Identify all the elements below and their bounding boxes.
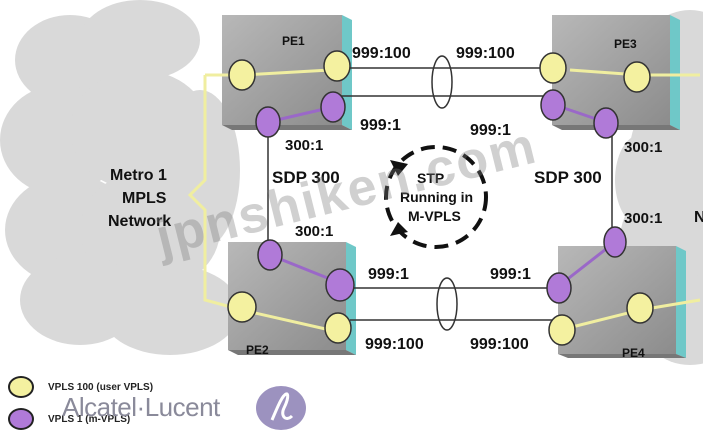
legend-label-vpls1: VPLS 1 (m-VPLS) bbox=[48, 413, 131, 425]
sap-pe1-m bbox=[320, 91, 346, 123]
sdp-pe3 bbox=[593, 107, 619, 139]
pe4-label: PE4 bbox=[622, 346, 645, 360]
sdp-pe1 bbox=[255, 106, 281, 138]
sdp-pe3-label: 300:1 bbox=[624, 139, 662, 156]
sap-pe3-m-label: 999:1 bbox=[470, 122, 511, 139]
purple-circle-icon bbox=[8, 408, 34, 430]
sap-pe3-top-label: 999:100 bbox=[456, 45, 515, 62]
sap-pe4-m-label: 999:1 bbox=[490, 266, 531, 283]
legend: VPLS 100 (user VPLS) VPLS 1 (m-VPLS) bbox=[8, 372, 308, 432]
stp-ring bbox=[384, 145, 488, 249]
network-line3: Network bbox=[108, 213, 171, 230]
sap-pe4-access bbox=[626, 292, 654, 324]
pe2-label: PE2 bbox=[246, 343, 269, 357]
sap-pe2-bottom bbox=[324, 312, 352, 344]
brand-logo-icon bbox=[256, 386, 306, 430]
network-right-fragment: N bbox=[694, 209, 703, 226]
legend-item-vpls100: VPLS 100 (user VPLS) bbox=[8, 374, 153, 400]
sap-pe2-m bbox=[325, 268, 355, 302]
pe1-label: PE1 bbox=[282, 34, 305, 48]
stp-line2: Running in bbox=[400, 189, 473, 205]
sap-pe1-m-label: 999:1 bbox=[360, 117, 401, 134]
sap-pe3-access bbox=[623, 61, 651, 93]
router-pe4 bbox=[558, 246, 686, 358]
stp-line3: M-VPLS bbox=[408, 208, 461, 224]
legend-label-vpls100: VPLS 100 (user VPLS) bbox=[48, 381, 154, 393]
sdp-left-label: SDP 300 bbox=[272, 168, 340, 187]
pe3-label: PE3 bbox=[614, 37, 637, 51]
inter-pe-links bbox=[340, 67, 556, 321]
sdp-pe4-label: 300:1 bbox=[624, 210, 662, 227]
sap-pe2-access bbox=[227, 291, 257, 323]
brand-name: Alcatel·Lucent bbox=[62, 392, 220, 422]
lag-ellipse-top bbox=[431, 55, 453, 109]
sdp-pe4 bbox=[603, 226, 627, 258]
network-line1: Metro 1 bbox=[110, 167, 167, 184]
lag-ellipse-bottom bbox=[436, 277, 458, 331]
stp-line1: STP bbox=[417, 170, 444, 186]
stp-arrow-bottom-icon bbox=[390, 222, 408, 236]
sdp-pe1-label: 300:1 bbox=[285, 137, 323, 154]
sap-pe2-bottom-label: 999:100 bbox=[365, 336, 424, 353]
network-line2: MPLS bbox=[122, 190, 167, 207]
sdp-right-label: SDP 300 bbox=[534, 168, 602, 187]
sap-pe1-top-label: 999:100 bbox=[352, 45, 411, 62]
sap-pe1-top bbox=[323, 50, 351, 82]
sap-pe2-m-label: 999:1 bbox=[368, 266, 409, 283]
sdp-pe2 bbox=[257, 239, 283, 271]
sap-pe4-m bbox=[546, 272, 572, 304]
legend-item-vpls1: VPLS 1 (m-VPLS) bbox=[8, 406, 130, 432]
sap-pe3-m bbox=[540, 89, 566, 121]
sap-pe3-top bbox=[539, 52, 567, 84]
sap-pe1-access bbox=[228, 59, 256, 91]
yellow-circle-icon bbox=[8, 376, 34, 398]
sdp-pe2-label: 300:1 bbox=[295, 223, 333, 240]
stp-arrow-top-icon bbox=[390, 160, 408, 176]
sap-pe4-bottom bbox=[548, 314, 576, 346]
sap-pe4-bottom-label: 999:100 bbox=[470, 336, 529, 353]
